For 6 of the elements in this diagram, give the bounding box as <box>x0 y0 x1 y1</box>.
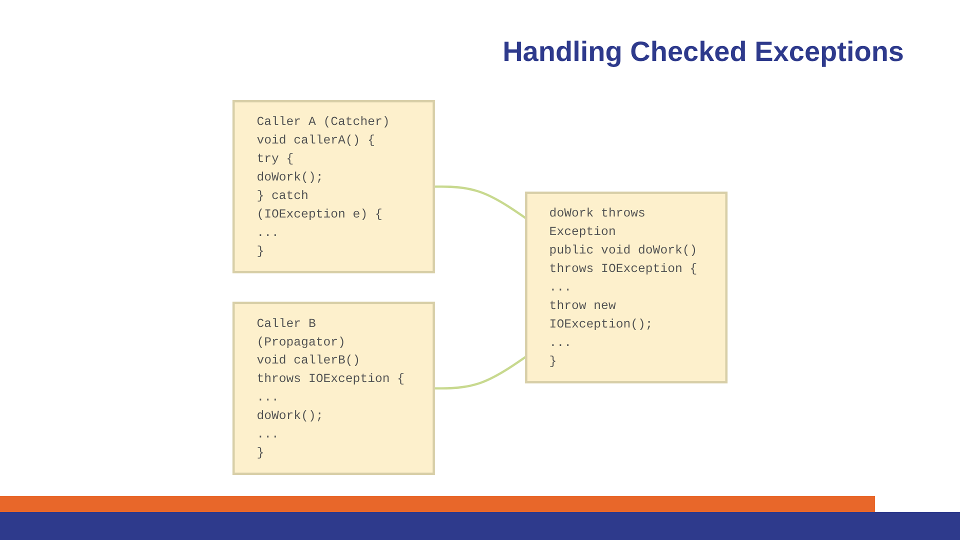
node-box: Caller A (Catcher) void callerA() { try { doWork(); } catch (IOException e) { ... } <box>232 100 435 274</box>
connector <box>434 185 527 220</box>
connector <box>434 356 527 390</box>
node-box: Caller B (Propagator) void callerB() throws IOException { ... doWork(); ... } <box>232 302 435 475</box>
node-box: doWork throws Exception public void doWork() throws IOException { ... throw new IOException(); ... } <box>525 192 728 384</box>
slide-title: Handling Checked Exceptions <box>502 36 904 68</box>
